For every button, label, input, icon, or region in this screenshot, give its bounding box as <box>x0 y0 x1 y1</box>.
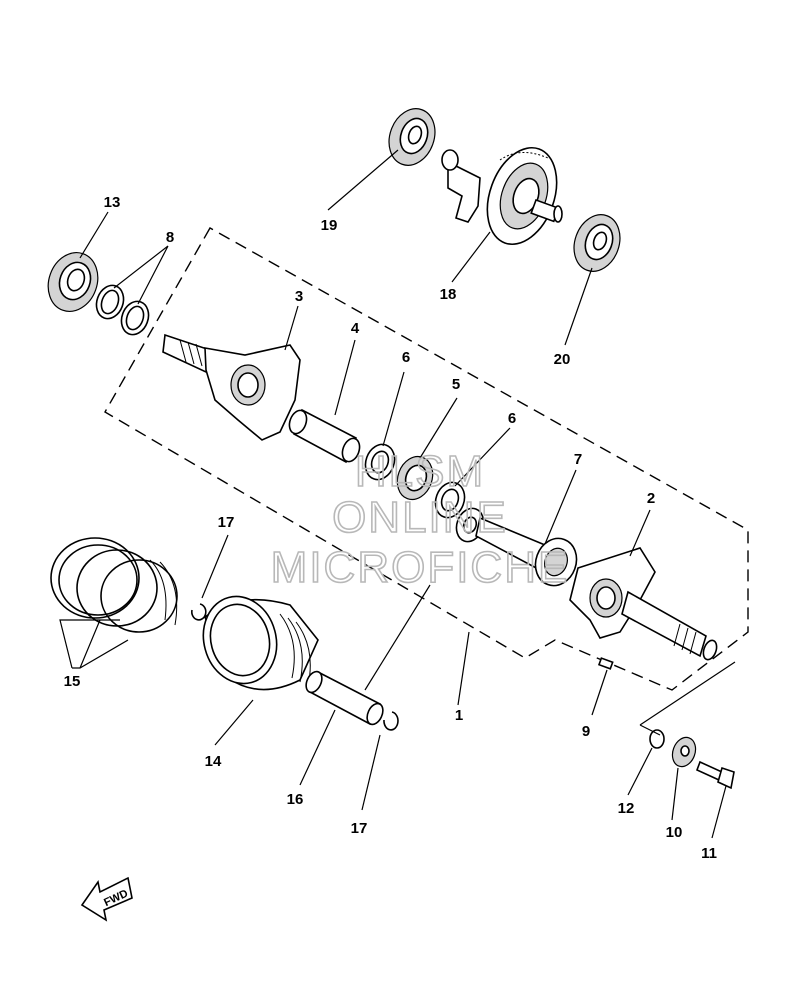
needle-bearing-5[interactable] <box>392 452 439 505</box>
part-label-15: 15 <box>64 673 81 690</box>
washer-10[interactable] <box>669 734 700 770</box>
watermark: HLSM ONLINE MICROFICHE <box>270 446 570 593</box>
part-labels: 13 8 19 18 20 3 4 6 5 6 7 2 17 15 1 9 14… <box>64 194 717 862</box>
part-label-18: 18 <box>440 286 457 303</box>
piston-ring-set-15[interactable] <box>50 537 178 633</box>
part-label-3: 3 <box>295 288 303 305</box>
part-label-10: 10 <box>666 824 683 841</box>
part-label-20: 20 <box>554 351 571 368</box>
shim-8[interactable] <box>92 282 153 339</box>
part-label-2: 2 <box>647 490 655 507</box>
watermark-line-3: MICROFICHE <box>271 543 570 592</box>
part-label-6a: 6 <box>402 349 410 366</box>
part-label-5: 5 <box>452 376 460 393</box>
part-label-16: 16 <box>287 791 304 808</box>
circlip-17a[interactable] <box>191 603 207 621</box>
connecting-rod-7[interactable] <box>452 505 583 592</box>
bearing-13[interactable] <box>40 246 106 319</box>
part-label-8: 8 <box>166 229 174 246</box>
part-label-14: 14 <box>205 753 222 770</box>
crank-2[interactable] <box>569 547 719 661</box>
bearing-20[interactable] <box>566 208 627 278</box>
watermark-line-1: HLSM <box>355 447 485 496</box>
piston-pin-16[interactable] <box>303 669 386 727</box>
part-label-12: 12 <box>618 800 635 817</box>
circlip-17b[interactable] <box>383 711 399 731</box>
part-label-7: 7 <box>574 451 582 468</box>
part-label-17b: 17 <box>351 820 368 837</box>
washer-12[interactable] <box>649 729 665 749</box>
bearing-19[interactable] <box>381 102 442 172</box>
part-label-4: 4 <box>351 320 360 337</box>
part-label-6b: 6 <box>508 410 516 427</box>
assembly-boundary <box>104 227 749 691</box>
part-label-13: 13 <box>104 194 121 211</box>
part-label-9: 9 <box>582 723 590 740</box>
leader-lines <box>59 149 736 839</box>
bolt-11[interactable] <box>695 760 735 790</box>
crank-pin-4[interactable] <box>286 408 362 464</box>
piston-14[interactable] <box>194 588 319 692</box>
washer-6b[interactable] <box>431 478 470 521</box>
balancer-shaft-18[interactable] <box>441 138 569 254</box>
washer-6a[interactable] <box>361 440 400 483</box>
key-9[interactable] <box>597 657 614 670</box>
part-label-1: 1 <box>455 707 463 724</box>
part-label-19: 19 <box>321 217 338 234</box>
part-label-11: 11 <box>701 845 717 862</box>
crank-3[interactable] <box>162 333 301 441</box>
watermark-line-2: ONLINE <box>332 493 508 542</box>
part-label-17a: 17 <box>218 514 235 531</box>
fwd-arrow-icon: FWD <box>80 876 133 922</box>
